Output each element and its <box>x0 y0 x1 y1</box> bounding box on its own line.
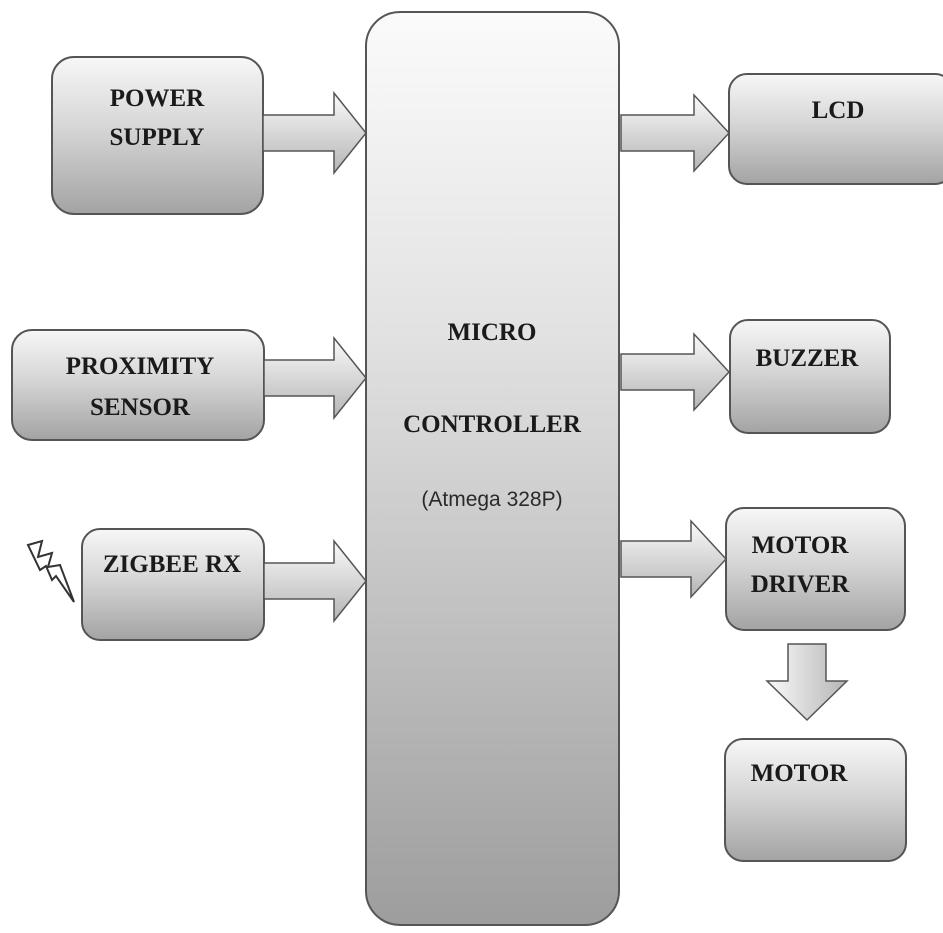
zigbee-rx-label: ZIGBEE RX <box>103 551 241 578</box>
proximity-sensor-label-line1: PROXIMITY <box>66 353 215 380</box>
arrow-zigbee-to-mcu <box>263 538 367 624</box>
motor-block: MOTOR <box>724 738 907 862</box>
arrow-mcu-to-motor-driver <box>620 519 728 599</box>
zigbee-rx-block: ZIGBEE RX <box>81 528 265 641</box>
buzzer-label: BUZZER <box>756 345 860 372</box>
power-supply-label-line1: POWER <box>110 85 205 112</box>
proximity-sensor-block: PROXIMITY SENSOR <box>11 329 265 441</box>
power-supply-label-line2: SUPPLY <box>110 124 205 151</box>
microcontroller-chip-label: (Atmega 328P) <box>421 488 562 511</box>
motor-driver-block: MOTOR DRIVER <box>725 507 906 631</box>
motor-driver-label-line2: DRIVER <box>751 571 851 598</box>
proximity-sensor-label-line2: SENSOR <box>90 394 191 421</box>
arrow-mcu-to-buzzer <box>620 332 731 412</box>
microcontroller-block: MICRO CONTROLLER (Atmega 328P) <box>365 11 620 926</box>
arrow-power-to-mcu <box>262 90 367 176</box>
lcd-block: LCD <box>728 73 943 185</box>
lcd-label: LCD <box>812 97 865 124</box>
microcontroller-label-line2: CONTROLLER <box>403 411 582 438</box>
motor-driver-label-line1: MOTOR <box>752 532 850 559</box>
arrow-proximity-to-mcu <box>263 335 367 421</box>
power-supply-block: POWER SUPPLY <box>51 56 264 215</box>
lightning-icon <box>26 539 75 603</box>
motor-label: MOTOR <box>751 760 849 787</box>
microcontroller-label-line1: MICRO <box>448 319 537 346</box>
arrow-mcu-to-lcd <box>620 93 731 173</box>
buzzer-block: BUZZER <box>729 319 891 434</box>
arrow-motor-driver-to-motor <box>765 643 849 722</box>
